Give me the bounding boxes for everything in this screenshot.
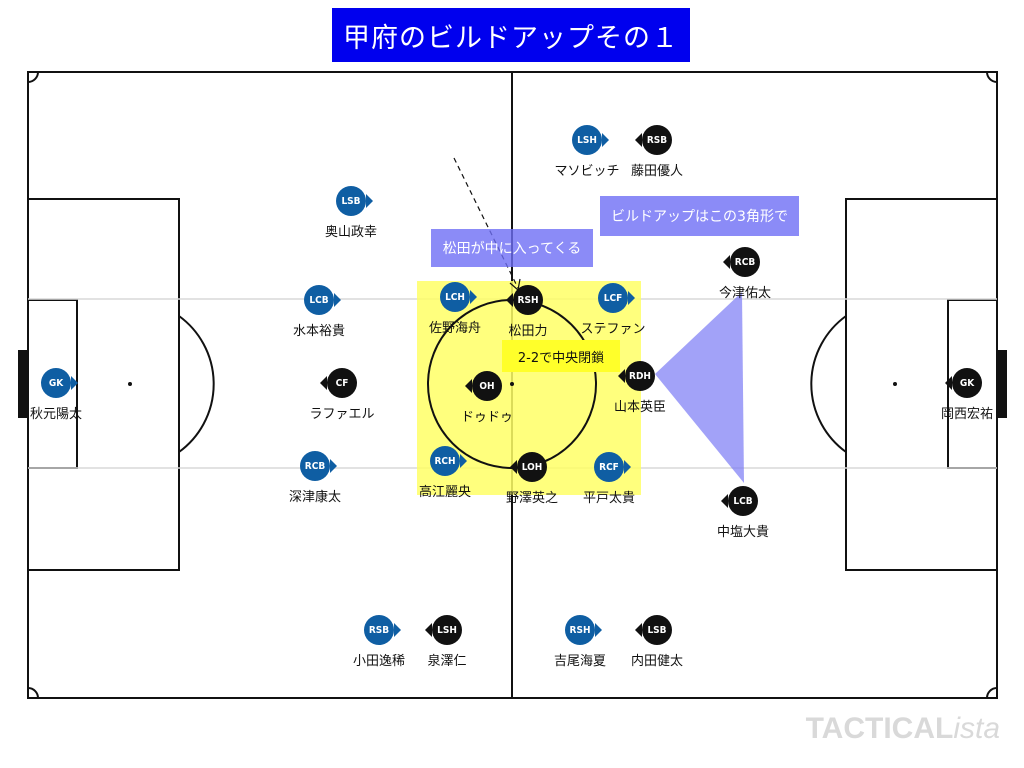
player-badge: LSB [642, 615, 672, 645]
player-badge: RSH [513, 285, 543, 315]
facing-arrow-icon [595, 623, 602, 637]
player-badge: RSB [364, 615, 394, 645]
player-name: マソビッチ [554, 164, 620, 179]
facing-arrow-icon [618, 369, 625, 383]
player-badge: LCB [728, 486, 758, 516]
player-name: 秋元陽太 [29, 407, 82, 422]
player-badge: LCF [598, 283, 628, 313]
player-name: 平戸太貴 [582, 491, 635, 506]
player-name: 藤田優人 [630, 164, 683, 179]
player-name: 小田逸稀 [352, 654, 405, 669]
buildup-triangle [655, 292, 744, 483]
player-name: ラファエル [309, 407, 375, 422]
left-penalty-spot [128, 382, 132, 386]
player-name: 内田健太 [630, 654, 683, 669]
player-badge: RCB [300, 451, 330, 481]
player-badge: CF [327, 368, 357, 398]
player-badge: OH [472, 371, 502, 401]
center-lock-label: 2-2で中央閉鎖 [502, 340, 620, 372]
player-badge: LCH [440, 282, 470, 312]
player-name: 吉尾海夏 [553, 654, 606, 669]
left-goal [18, 350, 28, 418]
player-name: 松田力 [508, 324, 548, 339]
player-badge: RCF [594, 452, 624, 482]
facing-arrow-icon [635, 623, 642, 637]
corner-arc-br [986, 687, 998, 699]
corner-arc-tl [27, 71, 39, 83]
diagram-title: 甲府のビルドアップその１ [332, 8, 690, 62]
facing-arrow-icon [465, 379, 472, 393]
player-badge: LSH [432, 615, 462, 645]
player-badge: GK [952, 368, 982, 398]
right-penalty-spot [893, 382, 897, 386]
facing-arrow-icon [71, 376, 78, 390]
facing-arrow-icon [624, 460, 631, 474]
player-name: ドゥドゥ [460, 410, 513, 425]
player-name: 野澤英之 [505, 491, 558, 506]
player-name: 水本裕貴 [292, 324, 345, 339]
player-badge: RDH [625, 361, 655, 391]
triangle-callout: ビルドアップはこの3角形で [600, 196, 799, 236]
player-name: 佐野海舟 [428, 321, 481, 336]
pitch-marks [18, 350, 1007, 418]
facing-arrow-icon [945, 376, 952, 390]
player-name: 高江麗央 [418, 485, 471, 500]
facing-arrow-icon [320, 376, 327, 390]
player-badge: RSB [642, 125, 672, 155]
facing-arrow-icon [510, 460, 517, 474]
facing-arrow-icon [506, 293, 513, 307]
player-badge: RCB [730, 247, 760, 277]
facing-arrow-icon [721, 494, 728, 508]
player-badge: LSB [336, 186, 366, 216]
center-spot [510, 382, 514, 386]
player-badge: LCB [304, 285, 334, 315]
player-badge: GK [41, 368, 71, 398]
facing-arrow-icon [366, 194, 373, 208]
player-name: 山本英臣 [613, 400, 666, 415]
facing-arrow-icon [460, 454, 467, 468]
player-badge: LSH [572, 125, 602, 155]
facing-arrow-icon [330, 459, 337, 473]
player-badge: RCH [430, 446, 460, 476]
player-name: 泉澤仁 [427, 654, 467, 669]
matsuda-callout: 松田が中に入ってくる [431, 229, 593, 267]
run-arrow-line [453, 157, 519, 289]
corner-arc-bl [27, 687, 39, 699]
brand-watermark: TACTICALista [806, 712, 1000, 746]
player-name: ステファン [580, 322, 646, 337]
corner-arc-tr [986, 71, 998, 83]
facing-arrow-icon [628, 291, 635, 305]
player-name: 中塩大貴 [716, 525, 769, 540]
facing-arrow-icon [334, 293, 341, 307]
player-badge: RSH [565, 615, 595, 645]
player-name: 岡西宏祐 [940, 407, 993, 422]
watermark-italic: ista [953, 712, 1000, 745]
facing-arrow-icon [425, 623, 432, 637]
player-name: 奥山政幸 [324, 225, 377, 240]
right-penalty-arc [810, 315, 847, 453]
facing-arrow-icon [470, 290, 477, 304]
facing-arrow-icon [602, 133, 609, 147]
watermark-main: TACTICAL [805, 712, 954, 745]
facing-arrow-icon [394, 623, 401, 637]
player-badge: LOH [517, 452, 547, 482]
player-name: 深津康太 [288, 490, 341, 505]
left-penalty-arc [178, 315, 215, 453]
player-name: 今津佑太 [718, 286, 771, 301]
facing-arrow-icon [635, 133, 642, 147]
right-goal [997, 350, 1007, 418]
facing-arrow-icon [723, 255, 730, 269]
